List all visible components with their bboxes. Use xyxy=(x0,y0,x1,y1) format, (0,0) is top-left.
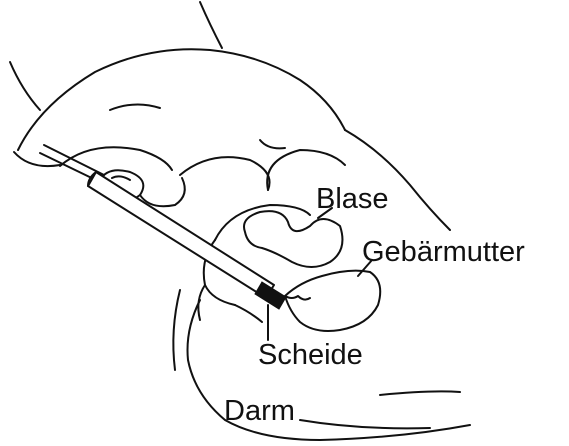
label-darm: Darm xyxy=(224,397,295,426)
uterus-shape xyxy=(285,260,380,331)
bladder-shape xyxy=(244,208,342,267)
label-scheide: Scheide xyxy=(258,341,363,370)
label-blase: Blase xyxy=(316,185,389,214)
hand-outline xyxy=(14,49,345,206)
arm-outline xyxy=(10,2,222,110)
label-gebaermutter: Gebärmutter xyxy=(362,238,525,267)
